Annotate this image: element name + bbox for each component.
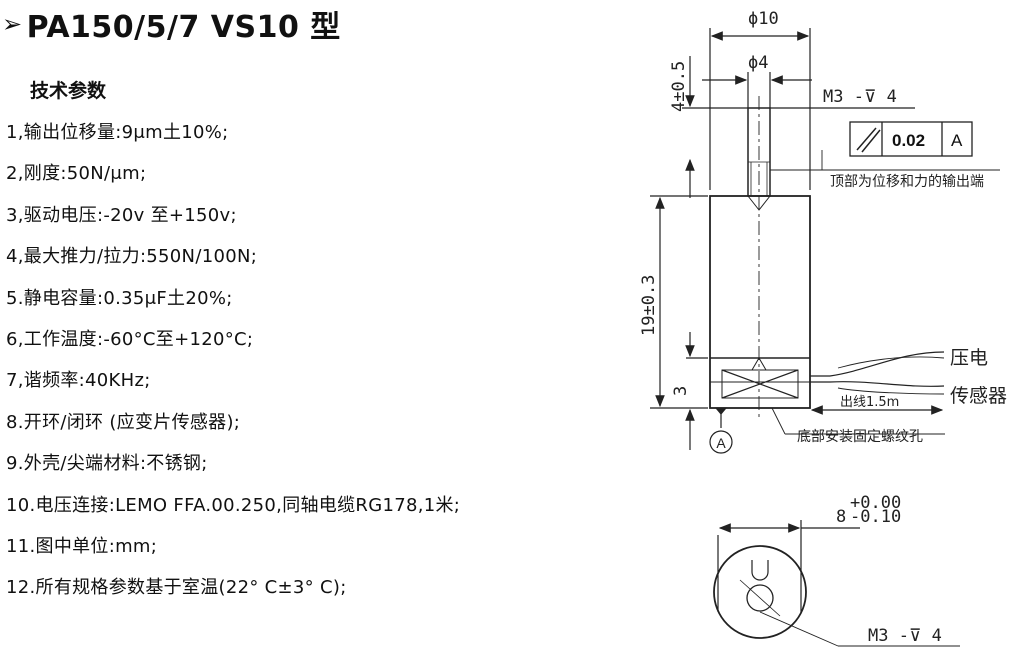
cable-length-label: 出线1.5m [840,395,899,410]
spec-item: 8.开环/闭环 (应变片传感器); [6,411,241,433]
dim-diameter-outer: ϕ10 [748,9,779,29]
page-title: ➢ PA150/5/7 VS10 型 [2,2,341,46]
datum-symbol: A [716,435,726,451]
title-text: PA150/5/7 VS10 型 [26,10,341,45]
spec-item: 12.所有规格参数基于室温(22° C±3° C); [6,577,347,599]
spec-item: 7,谐频率:40KHz; [6,370,151,392]
dim-base-height: 3 [671,386,691,396]
tolerance-datum: A [951,131,963,150]
cable-label-piezo: 压电 [950,347,988,369]
dim-flat-tol-lower: -0.10 [850,507,901,527]
dim-flat-width: 8 [836,507,846,527]
tolerance-value: 0.02 [892,131,925,150]
thread-spec-bottom: M3 -⊽ 4 [868,626,942,646]
spec-item: 11.图中单位:mm; [6,536,158,557]
spec-item: 2,刚度:50N/μm; [6,163,147,185]
top-output-note: 顶部为位移和力的输出端 [830,174,984,190]
spec-item: 6,工作温度:-60°C至+120°C; [6,329,254,350]
spec-item: 1,输出位移量:9μm土10%; [6,122,229,143]
spec-item: 9.外壳/尖端材料:不锈钢; [6,453,208,475]
dim-diameter-inner: ϕ4 [748,53,768,73]
cable-label-sensor: 传感器 [950,385,1007,407]
thread-spec-top: M3 -⊽ 4 [823,87,897,107]
dim-flat-tol-upper: +0.00 [850,493,901,513]
dim-body-height: 19±0.3 [639,275,659,336]
spec-item: 5.静电容量:0.35μF土20%; [6,287,233,309]
arrow-bullet-icon: ➢ [2,10,23,38]
bottom-mount-note: 底部安装固定螺纹孔 [797,429,923,445]
spec-item: 3,驱动电压:-20v 至+150v; [6,204,237,226]
spec-item: 10.电压连接:LEMO FFA.00.250,同轴电缆RG178,1米; [6,494,461,516]
dim-tip-height: 4±0.5 [669,61,689,112]
section-heading: 技术参数 [30,80,107,102]
spec-item: 4,最大推力/拉力:550N/100N; [6,246,258,268]
